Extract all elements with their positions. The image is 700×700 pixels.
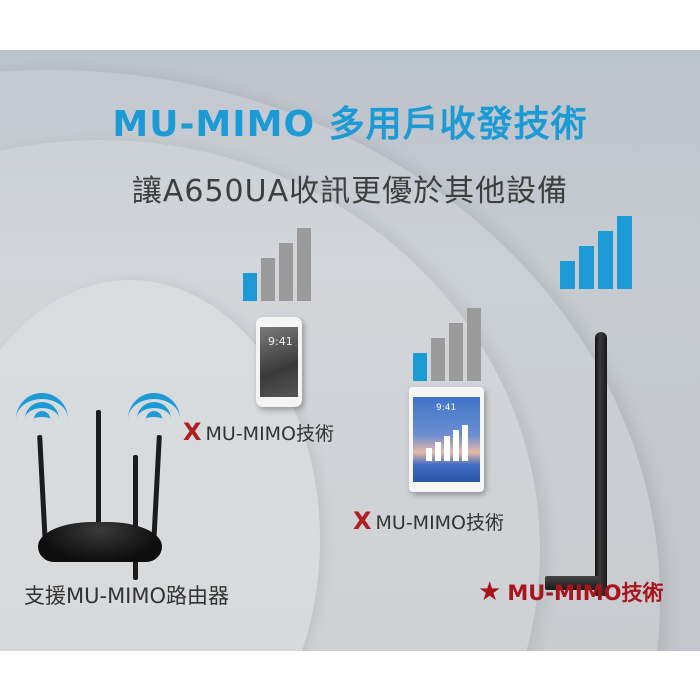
usb-adapter-antenna-icon xyxy=(595,332,607,596)
usb-connector-icon xyxy=(545,576,599,590)
phone-signal-bars-icon xyxy=(243,228,311,301)
wifi-icon xyxy=(128,393,180,419)
phone-clock: 9:41 xyxy=(268,335,293,348)
star-icon: ★ xyxy=(478,577,502,607)
adapter-signal-bars-icon xyxy=(560,216,632,289)
x-mark-icon: X xyxy=(353,507,372,535)
main-title: MU-MIMO 多用戶收發技術 xyxy=(112,104,588,145)
x-mark-icon: X xyxy=(183,418,202,446)
wifi-icon xyxy=(16,393,68,419)
smartphone-icon: 9:41 xyxy=(256,317,302,407)
tablet-icon: 9:41 xyxy=(409,387,484,492)
tablet-signal-bars-icon xyxy=(413,308,481,381)
adapter-label: ★MU-MIMO技術 xyxy=(478,577,664,607)
router-label: 支援MU-MIMO路由器 xyxy=(24,584,230,608)
tablet-clock: 9:41 xyxy=(436,403,457,413)
router-icon xyxy=(30,410,170,580)
tablet-screen-bars-icon xyxy=(426,425,468,461)
subtitle: 讓A650UA收訊更優於其他設備 xyxy=(131,174,569,209)
